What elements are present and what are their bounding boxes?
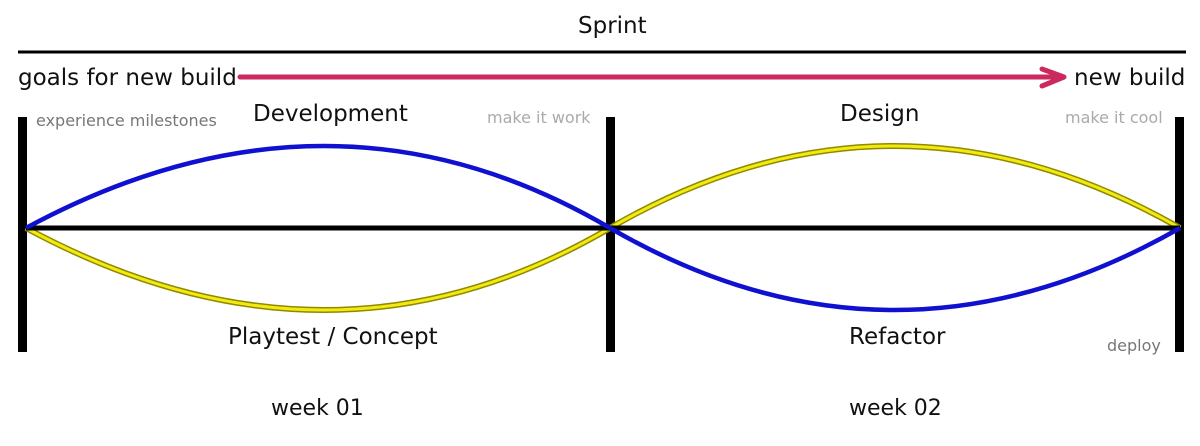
phase-playtest-concept: Playtest / Concept	[228, 324, 438, 350]
note-make-it-cool: make it cool	[1065, 108, 1163, 127]
note-deploy: deploy	[1107, 336, 1161, 355]
milestone-bar-start	[18, 117, 27, 352]
week-label-01: week 01	[271, 396, 364, 421]
milestone-bar-end	[1175, 117, 1184, 352]
note-make-it-work: make it work	[487, 108, 591, 127]
diagram-title: Sprint	[578, 13, 647, 39]
phase-refactor: Refactor	[849, 324, 946, 350]
end-label: new build	[1074, 65, 1186, 91]
note-experience-milestones: experience milestones	[36, 111, 217, 130]
start-label: goals for new build	[18, 65, 237, 91]
week-label-02: week 02	[849, 396, 942, 421]
playtest-curve	[25, 226, 611, 312]
design-curve	[609, 144, 1181, 230]
phase-design: Design	[840, 101, 920, 127]
development-curve	[24, 143, 612, 230]
refactor-curve	[608, 226, 1182, 313]
milestone-bar-middle	[606, 117, 615, 352]
phase-development: Development	[253, 101, 408, 127]
goals-arrowhead	[1039, 66, 1067, 89]
